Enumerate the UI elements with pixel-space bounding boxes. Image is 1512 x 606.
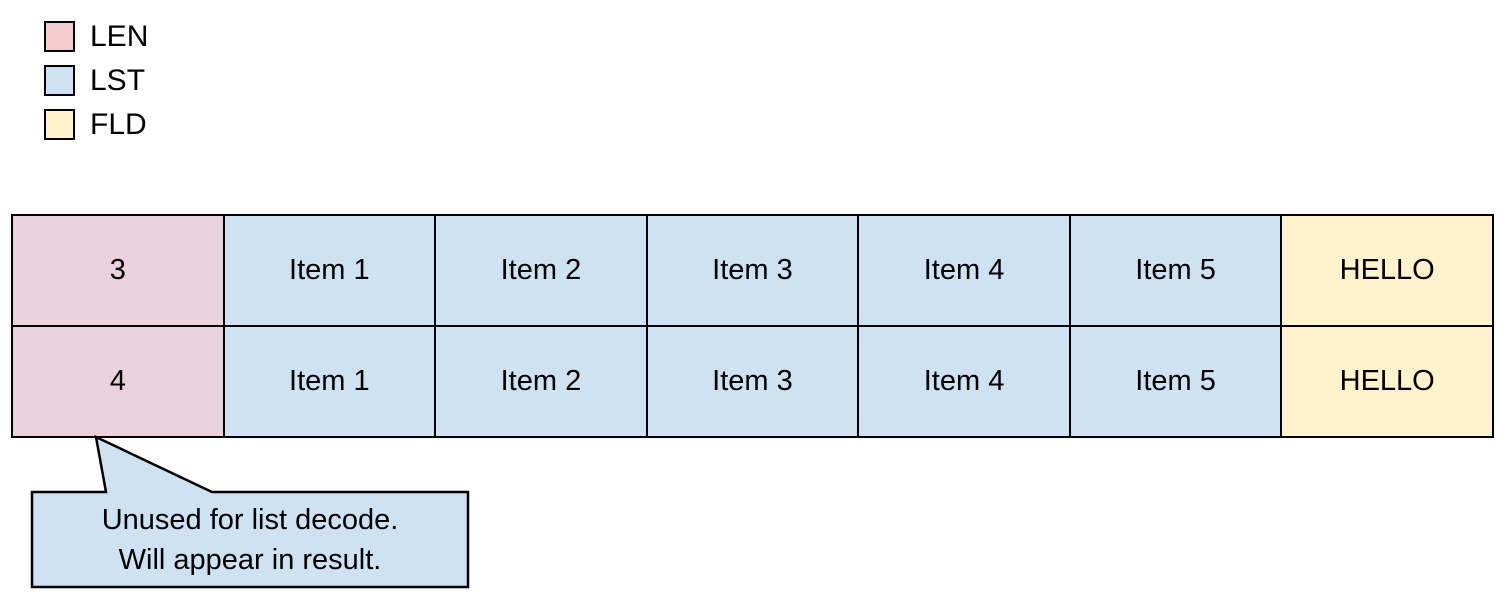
field-cell: HELLO [1280,325,1494,438]
len-cell: 3 [11,214,225,327]
legend: LEN LST FLD [44,21,148,153]
len-cell: 4 [11,325,225,438]
len-color-swatch [44,21,75,52]
legend-item-len: LEN [44,21,148,52]
list-item-cell: Item 3 [645,214,860,327]
callout-text-line: Unused for list decode. [101,503,399,536]
table-row: 4 Item 1 Item 2 Item 3 Item 4 Item 5 HEL… [11,325,1494,438]
legend-item-fld: FLD [44,109,148,140]
list-item-cell: Item 1 [222,325,437,438]
list-item-cell: Item 5 [1068,325,1283,438]
list-item-cell: Item 4 [857,325,1071,438]
fld-color-swatch [44,109,75,140]
decode-table: 3 Item 1 Item 2 Item 3 Item 4 Item 5 HEL… [11,214,1494,438]
legend-label-fld: FLD [90,108,147,141]
list-item-cell: Item 5 [1068,214,1283,327]
lst-color-swatch [44,65,75,96]
legend-label-lst: LST [90,64,146,97]
field-cell: HELLO [1280,214,1494,327]
list-item-cell: Item 2 [434,214,648,327]
legend-label-len: LEN [90,20,149,53]
legend-item-lst: LST [44,65,148,96]
callout-text-line: Will appear in result. [118,543,382,576]
list-item-cell: Item 4 [857,214,1071,327]
list-item-cell: Item 3 [645,325,860,438]
callout: Unused for list decode. Will appear in r… [32,492,468,587]
table-row: 3 Item 1 Item 2 Item 3 Item 4 Item 5 HEL… [11,214,1494,327]
list-item-cell: Item 1 [222,214,437,327]
list-item-cell: Item 2 [434,325,648,438]
